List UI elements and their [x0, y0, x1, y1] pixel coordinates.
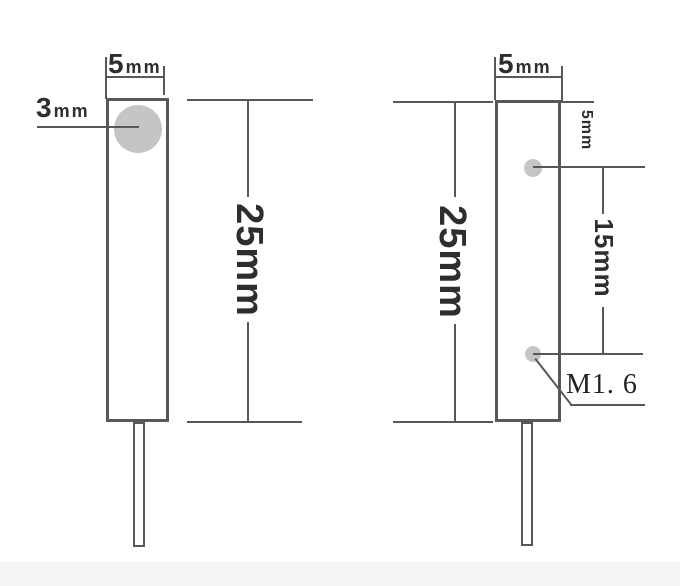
thread-leader-underline — [570, 404, 645, 406]
right-height-dim-tick-bottom — [393, 421, 493, 423]
right-hole-offset-dim-label: 5mm — [578, 109, 595, 151]
right-hole-bottom-leader — [533, 353, 643, 355]
page-bottom-strip — [0, 562, 680, 586]
right-width-dim-tick-right — [561, 66, 563, 103]
left-height-dim-tick-top — [187, 99, 313, 101]
left-height-dim-label: 25mm — [228, 203, 270, 317]
right-width-dim-unit: mm — [515, 57, 552, 77]
left-lead-wire — [133, 422, 145, 547]
left-hole-leader-line — [37, 126, 139, 128]
right-height-dim-line-upper — [454, 101, 456, 197]
left-hole-dim-unit: mm — [53, 101, 90, 121]
left-width-dim-unit: mm — [125, 57, 162, 77]
left-hole-circle — [114, 105, 162, 153]
thread-label: M1. 6 — [566, 369, 638, 400]
right-lead-wire — [521, 422, 533, 546]
left-height-dim-line-upper — [247, 99, 249, 197]
left-height-dim-tick-bottom — [187, 421, 302, 423]
right-hole-top-leader — [533, 166, 645, 168]
right-spacing-dim-label: 15mm — [589, 218, 619, 298]
right-hole-top — [524, 159, 542, 177]
left-width-dim-value: 5 — [108, 48, 124, 79]
right-spacing-dim-line-lower — [602, 307, 604, 355]
left-width-dim-tick-right — [163, 66, 165, 95]
right-height-dim-tick-top — [393, 101, 493, 103]
right-height-dim-label: 25mm — [431, 205, 473, 319]
right-width-dim-tick-left — [494, 57, 496, 100]
right-top-extension-line — [558, 101, 594, 103]
left-width-dim-tick-left — [105, 57, 107, 99]
right-spacing-dim-line-upper — [602, 167, 604, 214]
right-height-dim-line-lower — [454, 324, 456, 422]
left-height-dim-line-lower — [247, 322, 249, 423]
left-hole-dim-value: 3 — [36, 92, 52, 123]
left-width-dim-line — [106, 76, 165, 78]
right-width-dim-value: 5 — [498, 48, 514, 79]
right-width-dim-line — [495, 76, 562, 78]
right-body-outline — [495, 100, 561, 422]
